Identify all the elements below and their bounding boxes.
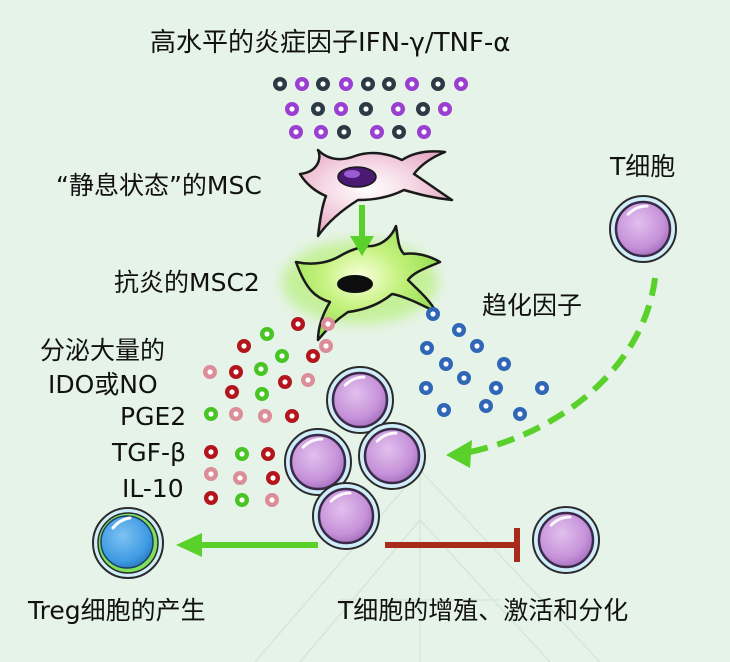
cytokine-dot [438,102,452,116]
cytokine-dot [416,102,430,116]
resting-msc-icon [298,148,454,238]
chemokine-dot [437,403,451,417]
secreted-factor-dot [204,445,218,459]
inhibition-line [385,528,520,562]
secreted-factor-dot [285,409,299,423]
msc2-icon [282,224,442,342]
secreted-factor-dot [225,385,239,399]
cytokine-dot [361,77,375,91]
tgf-beta-label: TGF-β [112,438,186,467]
secreted-factor-dot [321,317,335,331]
cytokine-dot [285,102,299,116]
cytokine-dot [339,77,353,91]
activation-arrow [350,205,374,256]
cytokine-dot [316,77,330,91]
cytokine-dot [454,77,468,91]
chemokine-dot [470,339,484,353]
secreted-factor-dot [291,317,305,331]
chemokine-dot [535,381,549,395]
inhibited-t-cell-icon [532,506,600,574]
treg-cell-icon [92,507,164,579]
t-cell-cluster-icon [284,428,352,496]
secreted-factor-dot [233,471,247,485]
t-cell-cluster-icon [326,366,394,434]
secreted-factor-dot [229,407,243,421]
t-cell-effects-label: T细胞的增殖、激活和分化 [338,596,629,625]
chemokine-dot [479,399,493,413]
cytokine-dot [273,77,287,91]
cytokine-dot [289,125,303,139]
secreted-factor-dot [306,349,320,363]
il10-label: IL-10 [122,474,184,503]
cytokine-dot [392,125,406,139]
secreted-factor-dot [204,467,218,481]
chemokine-dot [419,381,433,395]
chemokine-dot [452,323,466,337]
cytokine-dot [337,125,351,139]
treg-induction-arrow [176,533,318,557]
cytokine-dot [295,77,309,91]
secreted-factor-dot [260,327,274,341]
treg-generation-label: Treg细胞的产生 [28,596,206,625]
secreted-factor-dot [204,491,218,505]
secreted-factor-dot [204,407,218,421]
secreted-factor-dot [266,471,280,485]
cytokine-dot [382,77,396,91]
chemokine-dot [513,407,527,421]
chemokine-dot [489,381,503,395]
secreted-factor-dot [229,365,243,379]
cytokine-dot [417,125,431,139]
molecule-dots [203,77,549,507]
cytokine-dot [334,102,348,116]
t-cell-label: T细胞 [610,152,676,181]
cytokine-dot [314,125,328,139]
chemotaxis-arrow [446,277,658,468]
secreted-factor-dot [255,387,269,401]
cytokine-dot [311,102,325,116]
cells [92,195,677,579]
secreted-factor-dot [258,409,272,423]
chemokine-dot [426,307,440,321]
secreted-factor-dot [265,493,279,507]
chemokine-dot [457,371,471,385]
msc2-label: 抗炎的MSC2 [114,268,260,297]
secreted-factor-dot [203,365,217,379]
cytokine-dot [359,102,373,116]
cytokine-dot [405,77,419,91]
t-cell-icon [609,195,677,263]
chemokine-dot [420,341,434,355]
secreted-factor-dot [278,375,292,389]
chemokine-dot [497,357,511,371]
secreted-factor-dot [319,339,333,353]
inflammatory-cytokines-label: 高水平的炎症因子IFN-γ/TNF-α [150,28,511,58]
secreted-factor-dot [261,447,275,461]
t-cell-cluster-icon [358,422,426,490]
resting-msc-label: “静息状态”的MSC [56,171,262,200]
secrete-label: 分泌大量的 [40,336,166,365]
secreted-factor-dot [235,447,249,461]
cytokine-dot [370,125,384,139]
chemokine-dot [439,357,453,371]
cytokine-dot [391,102,405,116]
cytokine-dot [431,77,445,91]
pge2-label: PGE2 [120,402,187,431]
ido-no-label: IDO或NO [48,370,158,399]
chemokine-label: 趋化因子 [482,291,583,320]
t-cell-cluster-icon [312,482,380,550]
secreted-factor-dot [301,373,315,387]
secreted-factor-dot [237,339,251,353]
secreted-factor-dot [254,362,268,376]
secreted-factor-dot [275,349,289,363]
secreted-factor-dot [235,493,249,507]
